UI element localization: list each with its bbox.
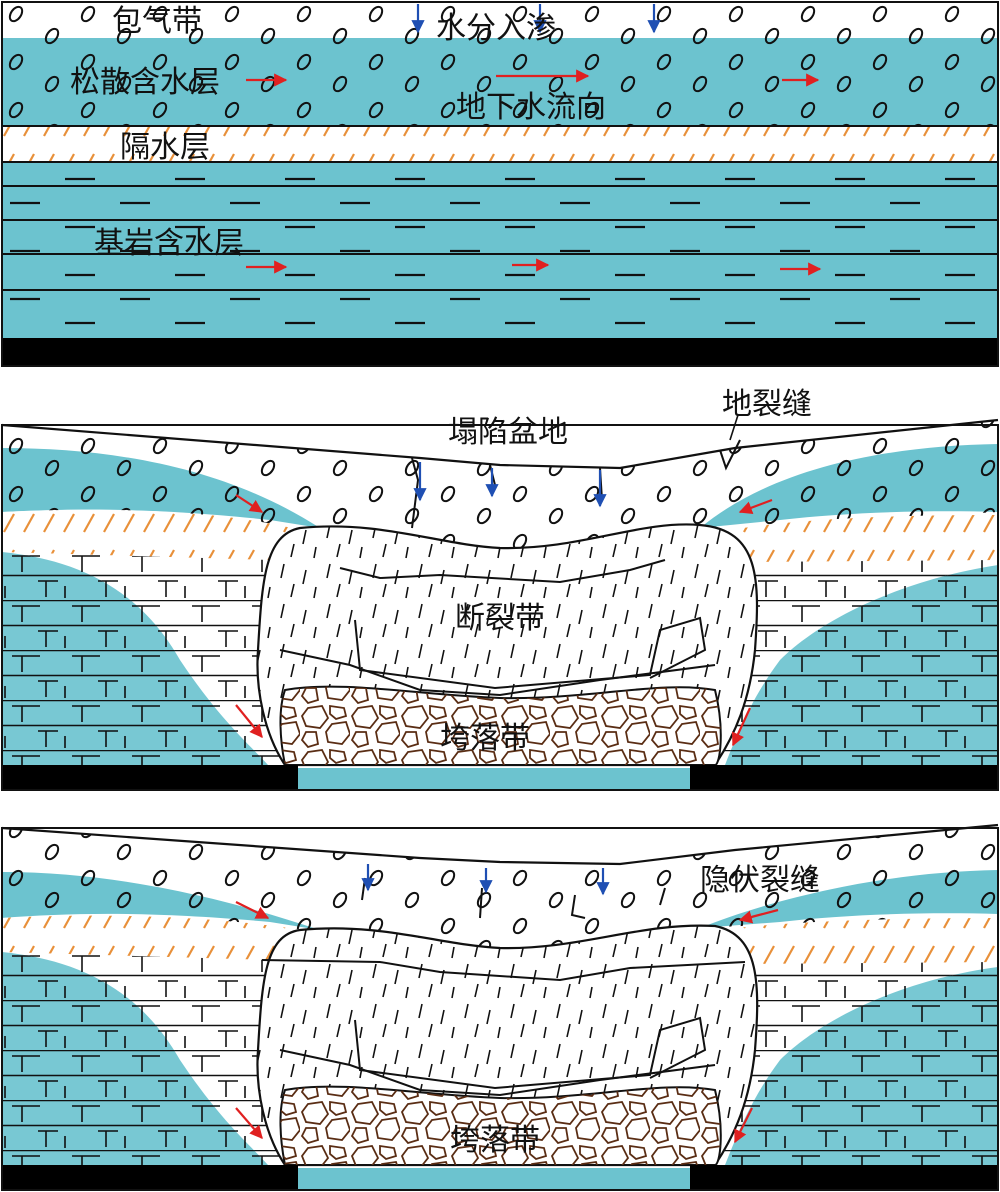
aeration-zone-label: 包气带: [112, 4, 202, 39]
coal-seam: [2, 338, 998, 366]
aquiclude-left-p3: [2, 915, 300, 960]
subsidence-basin-label: 塌陷盆地: [448, 415, 568, 450]
coal-seam-left: [2, 765, 298, 790]
infiltration-arrows: [411, 4, 661, 34]
caving-zone-label: 垮落带: [440, 721, 530, 756]
panel-2-subsidence: 塌陷盆地 地裂缝 断裂带 垮落带: [1, 387, 999, 791]
flow-arrows-p2: [235, 494, 773, 747]
panel-1-undisturbed-strata: 包气带 水分入渗 松散含水层 地下水流向 隔水层 基岩含水层: [1, 1, 999, 367]
flow-direction-label: 地下水流向: [456, 90, 606, 125]
ground-surface-p3: [1, 823, 999, 866]
fractured-zone-label: 断裂带: [455, 601, 545, 636]
coal-seam-right: [690, 765, 998, 790]
aquiclude-label: 隔水层: [120, 130, 210, 165]
infiltration-label: 水分入渗: [436, 11, 556, 46]
coal-seam-left-p3: [2, 1165, 298, 1190]
goaf-p3: [298, 1168, 690, 1190]
ground-surface: [1, 418, 999, 470]
aquiclude-right: [720, 515, 998, 562]
ground-fissure-label: 地裂缝: [722, 387, 812, 422]
flow-arrows-p3: [235, 901, 779, 1144]
aquiclude-right-p3: [720, 918, 998, 964]
seepage-arrows-p3: [361, 864, 610, 896]
flow-arrows: [246, 69, 822, 276]
aquiclude-left: [2, 509, 300, 560]
aeration-zone-layer: [2, 2, 998, 38]
hidden-fissure-label: 隐伏裂缝: [700, 863, 820, 898]
loose-aquifer-label: 松散含水层: [70, 65, 220, 100]
seepage-arrows: [413, 462, 607, 508]
coal-seam-right-p3: [690, 1165, 998, 1190]
caving-zone-label-p3: 垮落带: [450, 1123, 540, 1158]
panel-3-hidden-fissure: 隐伏裂缝 垮落带: [1, 823, 999, 1191]
goaf: [298, 768, 690, 790]
bedrock-aquifer-label: 基岩含水层: [94, 226, 244, 261]
